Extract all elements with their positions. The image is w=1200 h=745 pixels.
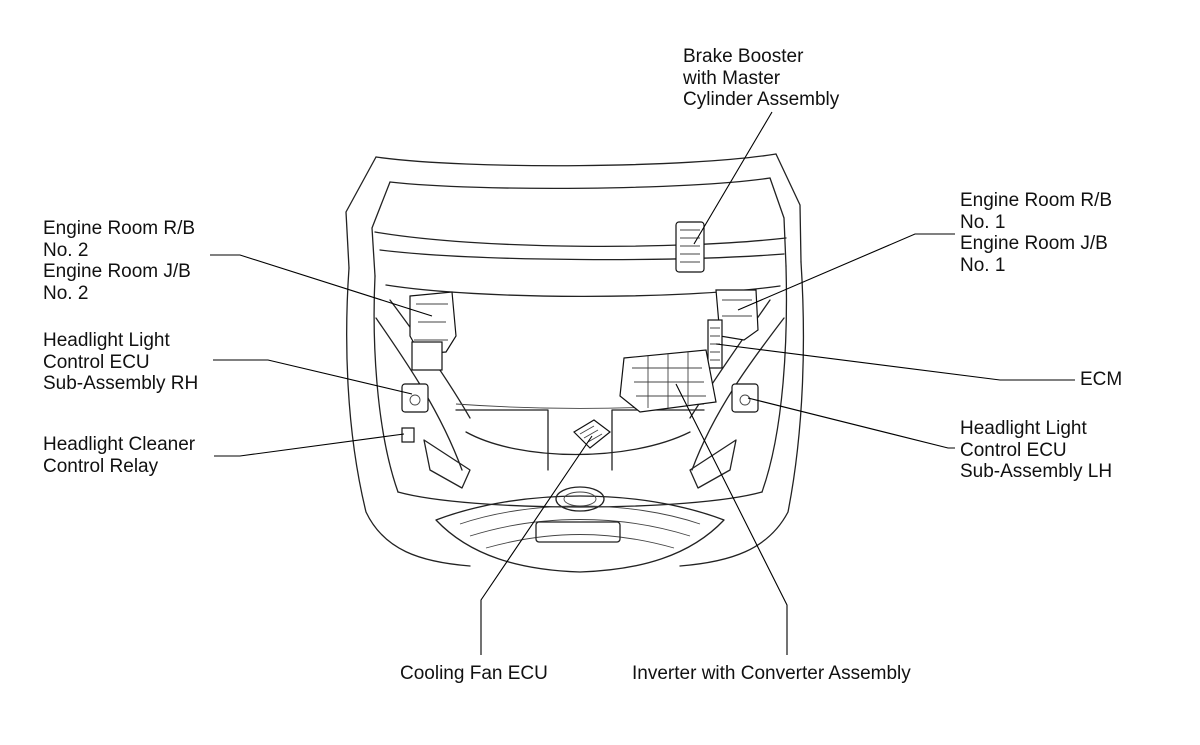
label-line: No. 2 bbox=[43, 239, 89, 261]
leader-cooling-fan bbox=[480, 435, 593, 655]
leader-engine-room-right bbox=[737, 233, 955, 311]
label-line: Inverter with Converter Assembly bbox=[632, 663, 911, 684]
label-headlight-cleaner-relay: Headlight Cleaner Control Relay bbox=[43, 434, 195, 477]
brake-booster-component bbox=[675, 221, 705, 273]
label-engine-room-rb-jb-no1: Engine Room R/B No. 1 Engine Room J/B No… bbox=[960, 190, 1112, 276]
label-line: Engine Room J/B bbox=[43, 261, 191, 282]
label-line: Cooling Fan ECU bbox=[400, 663, 548, 684]
label-line: Headlight Cleaner bbox=[43, 434, 196, 455]
label-line: Engine Room R/B bbox=[960, 190, 1113, 211]
label-engine-room-rb-jb-no2: Engine Room R/B No. 2 Engine Room J/B No… bbox=[43, 218, 195, 304]
inverter-converter-component bbox=[619, 349, 717, 413]
leader-headlight-lh bbox=[747, 397, 955, 449]
label-line: Engine Room R/B bbox=[43, 218, 196, 239]
label-line: with Master bbox=[683, 67, 781, 89]
label-headlight-ecu-rh: Headlight Light Control ECU Sub-Assembly… bbox=[43, 330, 198, 395]
label-line: ECM bbox=[1080, 369, 1123, 390]
label-line: Sub-Assembly LH bbox=[960, 461, 1113, 482]
label-line: Brake Booster bbox=[683, 46, 804, 67]
leader-headlight-rh bbox=[213, 359, 413, 395]
label-line: Control ECU bbox=[43, 351, 150, 373]
leader-ecm bbox=[715, 343, 1075, 381]
label-ecm: ECM bbox=[1080, 369, 1122, 391]
label-line: Headlight Light bbox=[43, 330, 170, 351]
leader-engine-room-left bbox=[210, 254, 433, 317]
headlight-ecu-rh-component bbox=[401, 383, 429, 413]
label-cooling-fan-ecu: Cooling Fan ECU bbox=[400, 663, 548, 685]
label-line: Engine Room J/B bbox=[960, 233, 1108, 254]
label-line: Sub-Assembly RH bbox=[43, 373, 199, 394]
label-brake-booster: Brake Booster with Master Cylinder Assem… bbox=[683, 46, 839, 111]
engine-room-rb-no1-component bbox=[707, 289, 759, 369]
label-line: No. 1 bbox=[960, 254, 1006, 276]
label-line: Control ECU bbox=[960, 439, 1067, 461]
cooling-fan-ecu-component bbox=[573, 419, 611, 449]
label-line: Cylinder Assembly bbox=[683, 89, 840, 110]
leader-lines bbox=[210, 111, 1075, 655]
label-line: No. 1 bbox=[960, 211, 1006, 233]
headlight-ecu-lh-component bbox=[731, 383, 759, 413]
label-headlight-ecu-lh: Headlight Light Control ECU Sub-Assembly… bbox=[960, 418, 1112, 483]
label-line: Control Relay bbox=[43, 455, 159, 477]
label-line: Headlight Light bbox=[960, 418, 1087, 439]
leader-brake-booster bbox=[693, 111, 773, 245]
engine-room-rb-no2-component bbox=[409, 291, 457, 371]
label-line: No. 2 bbox=[43, 282, 89, 304]
headlight-cleaner-relay-component bbox=[401, 427, 415, 443]
leader-headlight-cleaner bbox=[214, 433, 405, 457]
leader-inverter bbox=[675, 383, 788, 655]
label-inverter-converter: Inverter with Converter Assembly bbox=[632, 663, 911, 685]
